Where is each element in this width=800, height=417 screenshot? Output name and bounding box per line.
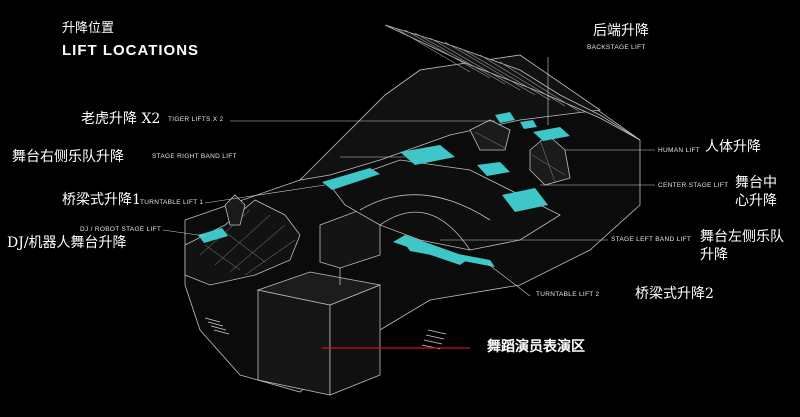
- human-lift-label-zh: 人体升降: [705, 139, 761, 155]
- tiger-lift-panel-1: [495, 112, 515, 123]
- turntable-lift-1-label-en: TURNTABLE LIFT 1: [140, 199, 204, 206]
- stage-left-band-lift-label-en: STAGE LEFT BAND LIFT: [611, 236, 692, 243]
- turntable-lift-2-panel: [405, 244, 495, 267]
- backstage-wedge: [384, 24, 641, 141]
- tiger-lift-panel-2: [520, 120, 537, 129]
- turntable-lift-1-label-zh: 桥梁式升降1: [62, 192, 141, 208]
- center-stage-lift-label-en: CENTER STAGE LIFT: [658, 182, 729, 189]
- center-stage-lift-label-zh-2: 心升降: [735, 193, 777, 209]
- title-zh: 升降位置: [62, 21, 115, 36]
- backstage-lift-panel: [533, 127, 570, 141]
- backstage-lift-label-zh: 后端升降: [593, 23, 649, 39]
- dj-robot-stage-lift-label-en: DJ / ROBOT STAGE LIFT: [80, 226, 162, 233]
- stage-left-band-lift-label-zh-1: 舞台左侧乐队: [700, 229, 784, 245]
- stairs-right: [421, 329, 447, 350]
- tiger-lift-label-zh: 老虎升降 X2: [81, 111, 161, 127]
- center-stage-lift-label-zh-1: 舞台中: [735, 175, 777, 191]
- stage-right-band-lift-label-en: STAGE RIGHT BAND LIFT: [152, 153, 237, 160]
- dj-robot-stage-lift-label-zh: DJ/机器人舞台升降: [7, 235, 127, 251]
- turntable-lift-2-label-en: TURNTABLE LIFT 2: [536, 291, 600, 298]
- tiger-figure: [469, 119, 511, 151]
- performer-area-label: 舞蹈演员表演区: [487, 339, 585, 355]
- lift-panels: [198, 112, 570, 267]
- leader-lines: [162, 57, 655, 297]
- turntable-lift-1-panel: [322, 168, 380, 190]
- stage-right-band-lift-label-zh: 舞台右侧乐队升降: [12, 149, 124, 165]
- front-stage-box: [257, 289, 331, 396]
- title-en: LIFT LOCATIONS: [62, 42, 200, 59]
- center-stage-lift-panel: [502, 188, 548, 212]
- human-lift-label-en: HUMAN LIFT: [658, 147, 700, 154]
- stairs-left: [204, 317, 230, 335]
- stage-right-band-lift-panel: [400, 145, 455, 165]
- tiger-lift-label-en: TIGER LIFTS X 2: [168, 116, 224, 123]
- backstage-lift-label-en: BACKSTAGE LIFT: [587, 44, 646, 51]
- human-lift-panel: [477, 162, 510, 176]
- turntable-lift-2-label-zh: 桥梁式升降2: [635, 286, 714, 302]
- stage-left-band-lift-label-zh-2: 升降: [700, 247, 728, 263]
- dj-robot-stage-lift-panel: [198, 228, 228, 243]
